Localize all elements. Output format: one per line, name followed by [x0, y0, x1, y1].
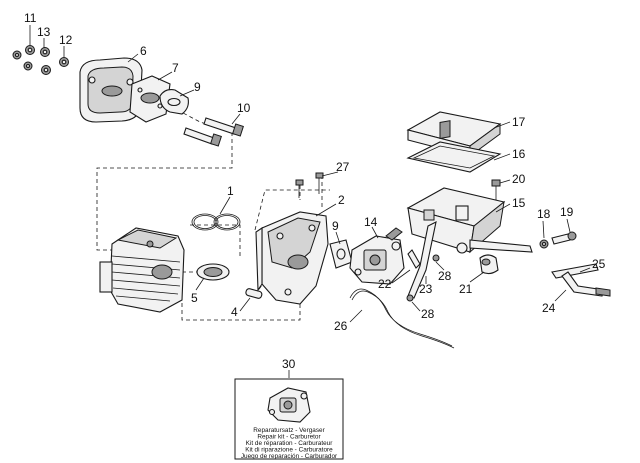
repair-kit-label-de: Reparatursatz - Vergaser: [253, 427, 325, 434]
callout-30: 30: [282, 357, 296, 371]
callout-11: 11: [24, 11, 37, 25]
carburetor-gasket: [329, 239, 353, 269]
repair-kit-label-fr: Kit de réparation - Carburateur: [246, 440, 334, 447]
repair-kit-label-es: Juego de reparación - Carburador: [241, 453, 338, 460]
piston-rings: [191, 213, 241, 231]
callout-2: 2: [338, 193, 345, 207]
air-box-base: [406, 120, 533, 254]
callout-17: 17: [512, 115, 526, 129]
repair-kit-carburetor-illustration: [267, 387, 311, 423]
callout-16: 16: [512, 147, 526, 161]
cylinder: [99, 227, 185, 313]
callout-10: 10: [237, 101, 251, 115]
callout-14: 14: [364, 215, 378, 229]
filter-gasket: [406, 141, 502, 173]
callout-22: 22: [378, 277, 392, 291]
callout-15: 15: [512, 196, 526, 210]
callout-28-upper: 28: [438, 269, 452, 283]
callout-9-upper: 9: [194, 80, 201, 94]
callout-24: 24: [542, 301, 556, 315]
pin: [245, 288, 263, 299]
callout-5: 5: [191, 291, 198, 305]
nut-washer-set: [12, 45, 69, 75]
callout-4: 4: [231, 305, 238, 319]
callout-13: 13: [37, 25, 51, 39]
muffler-bolts: [183, 117, 244, 147]
muffler: [79, 57, 143, 123]
repair-kit-label-en: Repair kit - Carburetor: [257, 434, 321, 441]
repair-kit-label-it: Kit di riparazione - Carburatore: [245, 447, 333, 454]
callout-20: 20: [512, 172, 526, 186]
primer-bulb: [479, 254, 499, 275]
callout-26: 26: [334, 319, 348, 333]
callout-1: 1: [227, 184, 234, 198]
throttle-linkage: [551, 263, 611, 297]
muffler-plate: [129, 75, 171, 123]
carburetor: [349, 227, 405, 285]
callout-23: 23: [419, 282, 433, 296]
callout-19: 19: [560, 205, 574, 219]
callout-25: 25: [592, 257, 606, 271]
intake-flange: [196, 263, 230, 281]
airbox-bolt: [539, 231, 577, 249]
callout-12: 12: [59, 33, 73, 47]
callout-27: 27: [336, 160, 350, 174]
callout-28-lower: 28: [421, 307, 435, 321]
intake-manifold: [255, 211, 329, 305]
callout-18: 18: [537, 207, 551, 221]
callout-9-lower: 9: [332, 219, 339, 233]
repair-kit-box: Reparatursatz - Vergaser Repair kit - Ca…: [234, 378, 344, 460]
callout-numbers: 11 13 12 6 7 9 10 1 27 2 9 14 5 4 17 16 …: [24, 11, 606, 371]
callout-7: 7: [172, 61, 179, 75]
callout-21: 21: [459, 282, 473, 296]
callout-leader-lines: [29, 25, 591, 378]
throttle-cable: [349, 288, 455, 349]
choke-tubes: [406, 221, 440, 302]
callout-6: 6: [140, 44, 147, 58]
